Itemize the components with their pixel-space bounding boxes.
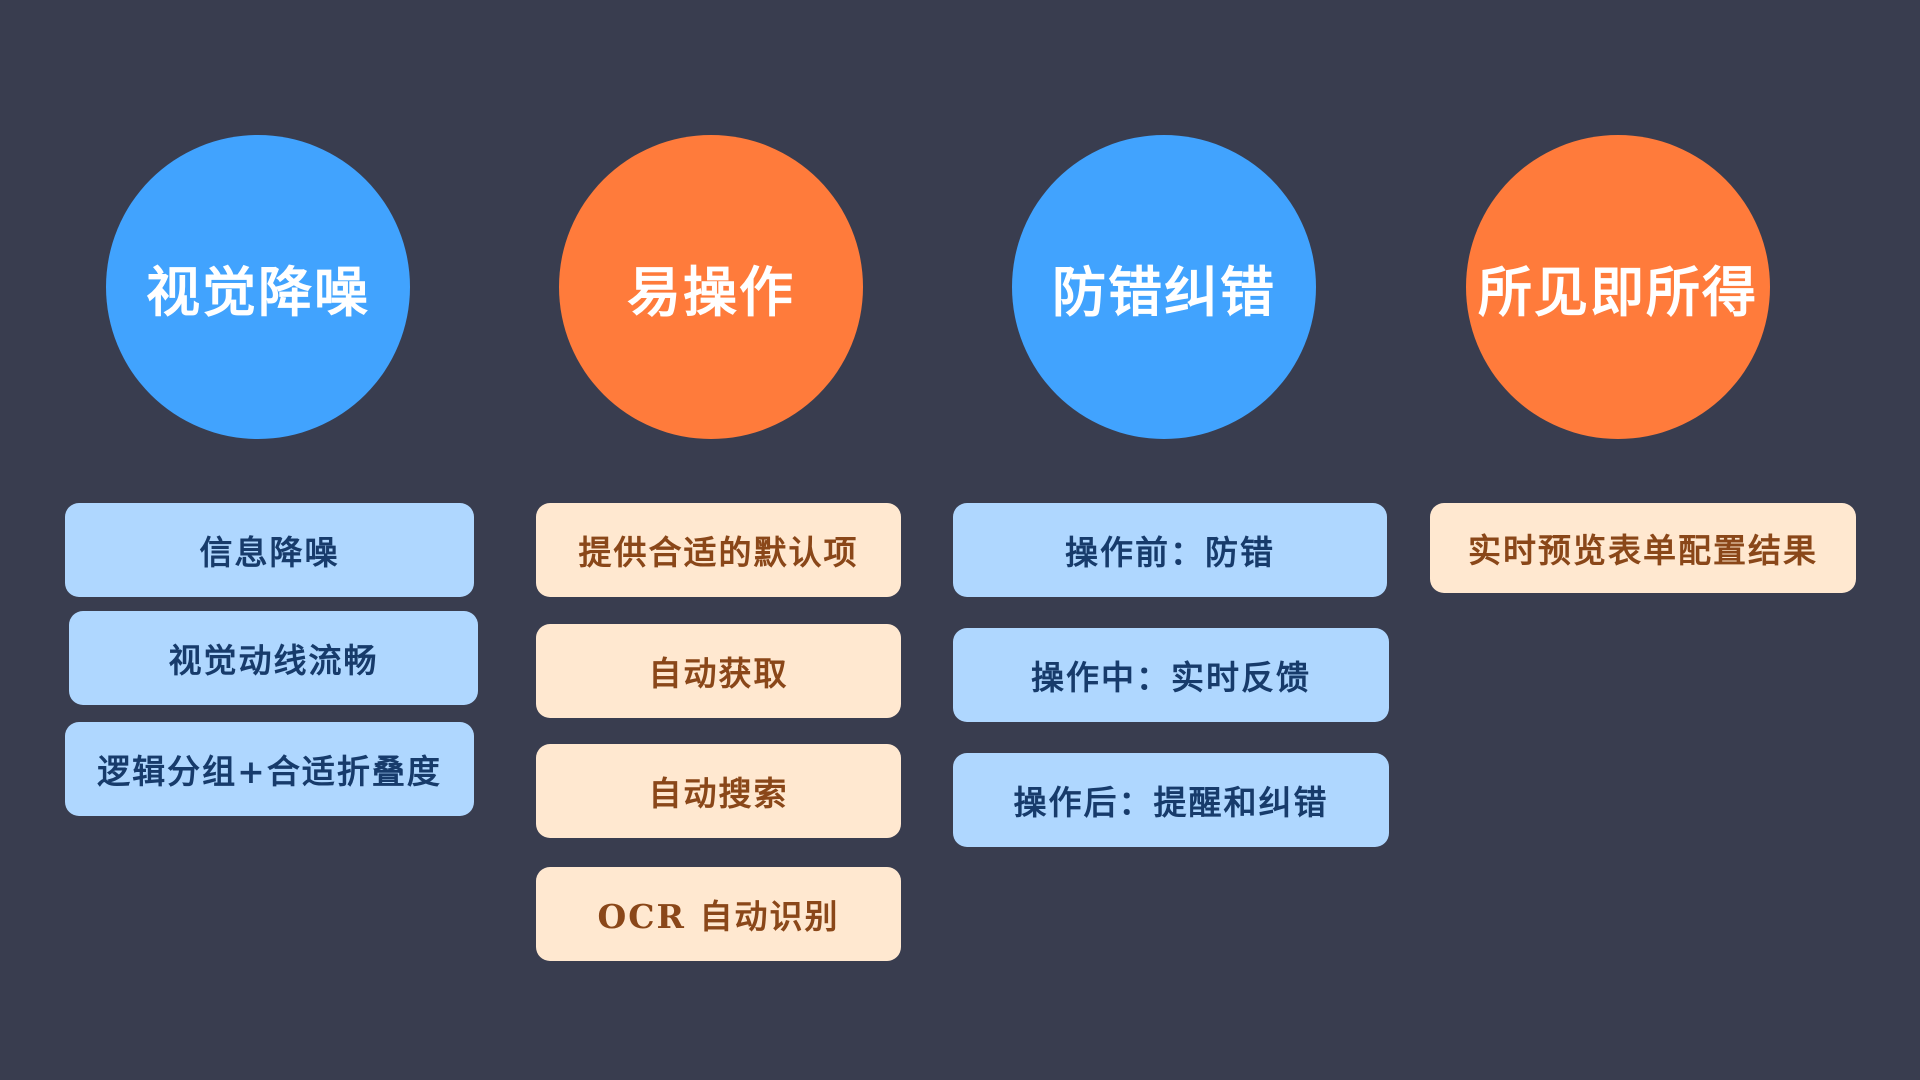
item-label: 信息降噪 [199, 533, 340, 572]
item-card: 信息降噪 [65, 503, 474, 597]
item-label: 视觉动线流畅 [168, 641, 379, 680]
item-label: 操作前：防错 [1065, 533, 1275, 572]
item-card: 操作后：提醒和纠错 [953, 753, 1389, 847]
item-label: 自动获取 [648, 654, 789, 693]
item-label: 操作中：实时反馈 [1031, 658, 1311, 697]
item-label: 实时预览表单配置结果 [1468, 531, 1818, 570]
principle-circle-error-prevention: 防错纠错 [1012, 135, 1316, 439]
principle-title: 易操作 [627, 259, 795, 324]
item-label: 操作后：提醒和纠错 [1013, 783, 1329, 822]
item-card: 操作前：防错 [953, 503, 1387, 597]
principle-title: 所见即所得 [1478, 259, 1758, 324]
item-card: 自动获取 [536, 624, 901, 718]
item-label: 逻辑分组+合适折叠度 [97, 752, 442, 791]
item-card: 自动搜索 [536, 744, 901, 838]
principle-circle-wysiwyg: 所见即所得 [1466, 135, 1770, 439]
item-card: 视觉动线流畅 [69, 611, 478, 705]
principle-title: 视觉降噪 [146, 259, 370, 324]
principle-circle-visual-noise-reduction: 视觉降噪 [106, 135, 410, 439]
item-card: 提供合适的默认项 [536, 503, 901, 597]
principle-circle-easy-operation: 易操作 [559, 135, 863, 439]
item-card: OCR 自动识别 [536, 867, 901, 961]
item-label: 自动搜索 [648, 774, 789, 813]
item-label: OCR 自动识别 [597, 897, 840, 936]
principle-title: 防错纠错 [1052, 259, 1276, 324]
item-label: 提供合适的默认项 [578, 533, 859, 572]
item-card: 实时预览表单配置结果 [1430, 503, 1856, 593]
item-card: 逻辑分组+合适折叠度 [65, 722, 474, 816]
item-card: 操作中：实时反馈 [953, 628, 1389, 722]
